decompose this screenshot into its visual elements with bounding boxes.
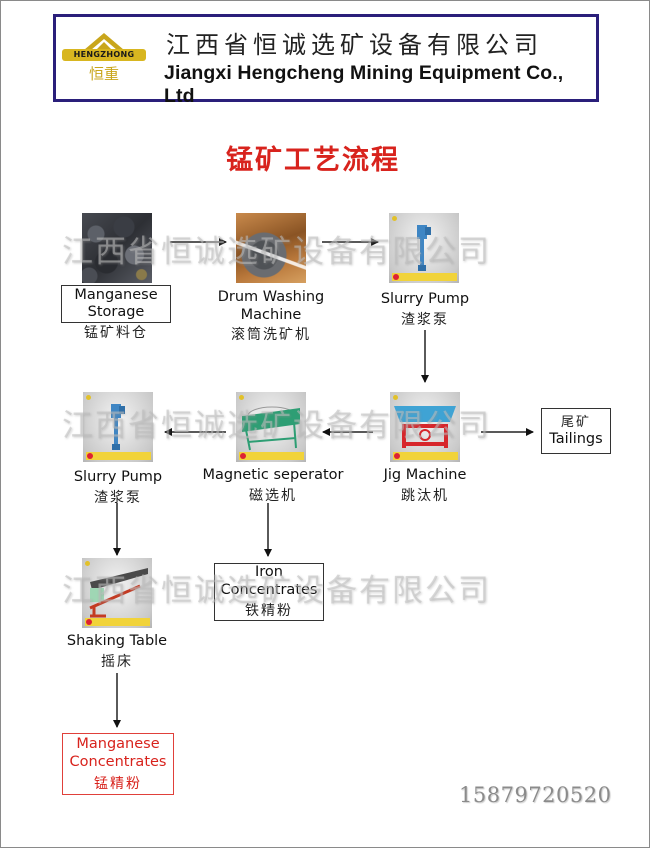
manganese-storage-box — [61, 285, 171, 323]
tailings-label: Tailings — [549, 431, 603, 447]
company-name-cn: 江西省恒诚选矿设备有限公司 — [166, 31, 543, 59]
slurry-pump-2-photo — [83, 392, 153, 462]
manganese-concentrates-label-1: Manganese — [76, 736, 160, 752]
pump-icon — [417, 225, 431, 271]
company-logo: HENGZHONG 恒重 — [62, 29, 146, 89]
logo-brand-cn: 恒重 — [88, 65, 119, 83]
iron-concentrates-label-cn: 铁精粉 — [245, 603, 293, 619]
shaking-table-photo — [82, 558, 152, 628]
company-name-en: Jiangxi Hengcheng Mining Equipment Co., … — [164, 62, 564, 107]
jig-machine-label: Jig Machine — [383, 467, 467, 483]
iron-concentrates-box — [214, 563, 324, 621]
manganese-storage-label-2: Storage — [87, 304, 145, 320]
slurry-pump-photo — [389, 213, 459, 283]
iron-concentrates-label-1: Iron — [255, 564, 283, 580]
shaking-table-label-cn: 摇床 — [101, 654, 133, 670]
magnetic-separator-label-cn: 磁选机 — [249, 488, 297, 504]
page-title: 锰矿工艺流程 — [226, 145, 400, 176]
magnetic-separator-icon — [242, 406, 300, 451]
shaking-table-label: Shaking Table — [66, 633, 168, 649]
company-header: HENGZHONG 恒重 江西省恒诚选矿设备有限公司 Jiangxi Hengc… — [53, 14, 599, 107]
slurry-pump-1-label-cn: 渣浆泵 — [401, 312, 449, 328]
manganese-storage-label-cn: 锰矿料仓 — [84, 325, 148, 341]
manganese-concentrates-box — [62, 733, 174, 795]
tailings-box — [541, 408, 611, 454]
slurry-pump-1-label: Slurry Pump — [380, 291, 470, 307]
phone-number: 15879720520 — [459, 783, 612, 807]
manganese-concentrates-label-2: Concentrates — [69, 754, 167, 770]
slurry-pump-2-label-cn: 渣浆泵 — [94, 490, 142, 506]
drum-washing-label-1: Drum Washing — [217, 289, 325, 305]
jig-icon — [394, 406, 456, 448]
magnetic-separator-label: Magnetic seperator — [202, 467, 344, 483]
drum-washing-label-2: Machine — [240, 307, 302, 323]
shaking-table-icon — [89, 568, 148, 618]
manganese-concentrates-label-cn: 锰精粉 — [94, 776, 142, 792]
jig-machine-label-cn: 跳汰机 — [401, 488, 449, 504]
roof-logo-icon — [84, 33, 124, 50]
pump-icon — [111, 404, 125, 450]
magnetic-separator-photo — [236, 392, 306, 462]
drum-washer-photo — [236, 213, 306, 283]
logo-brand: HENGZHONG — [62, 49, 146, 61]
drum-washing-label-cn: 滚筒洗矿机 — [231, 327, 311, 343]
ore-pile-photo — [82, 213, 152, 283]
manganese-storage-label-1: Manganese — [74, 287, 158, 303]
slurry-pump-2-label: Slurry Pump — [73, 469, 163, 485]
tailings-label-cn: 尾矿 — [560, 415, 591, 430]
iron-concentrates-label-2: Concentrates — [220, 582, 318, 598]
jig-machine-photo — [390, 392, 460, 462]
